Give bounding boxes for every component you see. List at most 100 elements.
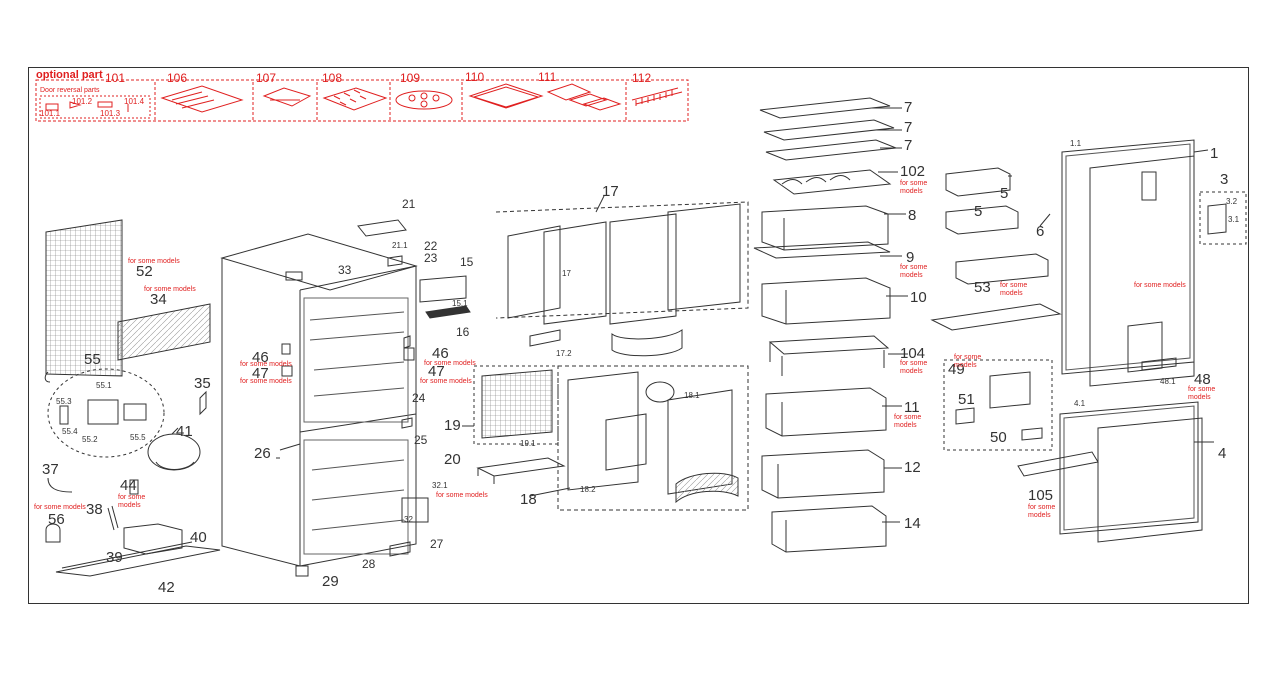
- label-56: 56: [48, 511, 65, 528]
- label-9: 9: [906, 249, 915, 266]
- label-108: 108: [322, 71, 343, 85]
- label-23: 23: [424, 251, 438, 265]
- label-26: 26: [254, 445, 271, 462]
- label-1: 1: [1210, 145, 1219, 162]
- label-18-2: 18.2: [580, 485, 596, 494]
- note-9: for some models: [900, 264, 928, 279]
- label-55-4: 55.4: [62, 427, 78, 436]
- label-4: 4: [1218, 445, 1227, 462]
- note-52: for some models: [128, 258, 180, 265]
- note-46-right: for some models: [424, 360, 476, 367]
- label-15: 15: [460, 255, 474, 269]
- label-51: 51: [958, 391, 975, 408]
- label-3: 3: [1220, 171, 1229, 188]
- label-55-2: 55.2: [82, 435, 98, 444]
- label-19-1: 19.1: [520, 439, 536, 448]
- label-40: 40: [190, 529, 207, 546]
- label-104: 104: [900, 345, 926, 362]
- label-35: 35: [194, 375, 211, 392]
- label-110: 110: [465, 70, 485, 84]
- label-55: 55: [84, 351, 101, 368]
- note-32: for some models: [436, 492, 488, 499]
- label-52: 52: [136, 263, 153, 280]
- note-11: for some models: [894, 414, 922, 429]
- label-47-right: 47: [428, 363, 445, 380]
- label-8: 8: [908, 207, 917, 224]
- label-44: 44: [120, 477, 137, 494]
- label-33: 33: [338, 263, 352, 277]
- label-5a: 5: [974, 203, 983, 220]
- label-101-3: 101.3: [100, 109, 121, 118]
- label-16: 16: [456, 325, 470, 339]
- label-14: 14: [904, 515, 921, 532]
- label-105: 105: [1028, 487, 1054, 504]
- door-reversal-label: Door reversal parts: [40, 87, 100, 94]
- label-47-left: 47: [252, 365, 269, 382]
- optional-part-title: optional part: [36, 69, 103, 81]
- label-50: 50: [990, 429, 1007, 446]
- label-34: 34: [150, 291, 167, 308]
- label-17-inner: 17: [562, 269, 571, 278]
- label-55-5: 55.5: [130, 433, 146, 442]
- note-34: for some models: [144, 286, 196, 293]
- label-22: 22: [424, 239, 438, 253]
- label-46-left: 46: [252, 349, 269, 366]
- label-48: 48: [1194, 371, 1211, 388]
- label-55-3: 55.3: [56, 397, 72, 406]
- label-3-2: 3.2: [1226, 197, 1238, 206]
- label-10: 10: [910, 289, 927, 306]
- label-4-1: 4.1: [1074, 399, 1086, 408]
- note-47-left: for some models: [240, 378, 292, 385]
- label-111: 111: [538, 70, 557, 84]
- label-21-1: 21.1: [392, 241, 408, 250]
- label-11: 11: [904, 399, 920, 416]
- label-42: 42: [158, 579, 175, 596]
- label-53: 53: [974, 279, 991, 296]
- label-109: 109: [400, 71, 421, 85]
- label-32: 32: [404, 515, 413, 524]
- optional-part-region: [35, 79, 689, 122]
- diagram-frame: [28, 67, 1249, 604]
- label-19: 19: [444, 417, 461, 434]
- label-101-2: 101.2: [72, 97, 93, 106]
- note-53: for some models: [1000, 282, 1028, 297]
- label-32-1: 32.1: [432, 481, 448, 490]
- note-46-left: for some models: [240, 361, 292, 368]
- label-12: 12: [904, 459, 921, 476]
- note-44: for some models: [118, 494, 146, 509]
- label-112: 112: [632, 71, 652, 85]
- label-7c: 7: [904, 137, 913, 154]
- label-3-1: 3.1: [1228, 215, 1240, 224]
- label-28: 28: [362, 557, 376, 571]
- label-101-1: 101.1: [40, 109, 61, 118]
- note-105: for some models: [1028, 504, 1056, 519]
- label-20: 20: [444, 451, 461, 468]
- label-17: 17: [602, 183, 619, 200]
- label-107: 107: [256, 71, 277, 85]
- note-door: for some models: [1134, 282, 1186, 289]
- label-6: 6: [1036, 223, 1045, 240]
- label-101: 101: [105, 71, 126, 85]
- label-49: 49: [948, 361, 965, 378]
- label-27: 27: [430, 537, 444, 551]
- label-41: 41: [176, 423, 193, 440]
- label-5b: 5: [1000, 185, 1009, 202]
- label-18: 18: [520, 491, 537, 508]
- label-48-1: 48.1: [1160, 377, 1176, 386]
- label-46-right: 46: [432, 345, 449, 362]
- label-7a: 7: [904, 99, 913, 116]
- label-1-1: 1.1: [1070, 139, 1082, 148]
- label-24: 24: [412, 391, 426, 405]
- note-49: for some models: [954, 354, 982, 369]
- main-drawing: [44, 97, 1247, 577]
- label-18-1: 18.1: [684, 391, 700, 400]
- note-47-right: for some models: [420, 378, 472, 385]
- label-106: 106: [167, 71, 188, 85]
- label-15-1: 15.1: [452, 299, 468, 308]
- note-102: for some models: [900, 180, 928, 195]
- label-102: 102: [900, 163, 926, 180]
- label-21: 21: [402, 197, 416, 211]
- label-7b: 7: [904, 119, 913, 136]
- label-101-4: 101.4: [124, 97, 145, 106]
